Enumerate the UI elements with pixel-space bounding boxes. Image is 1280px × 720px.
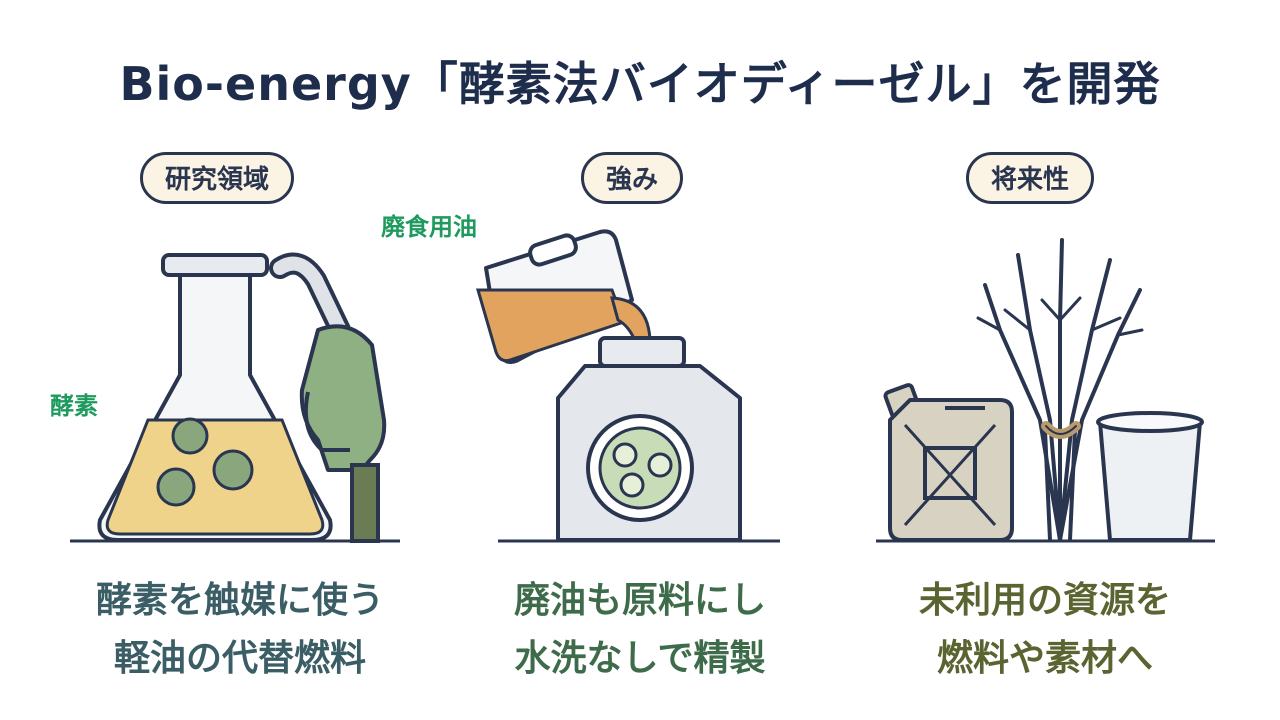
caption-line: 未利用の資源を xyxy=(918,580,1171,621)
caption-line: 軽油の代替燃料 xyxy=(113,638,366,679)
caption-line: 廃油も原料にし xyxy=(513,580,766,621)
callout-enzyme: 酵素 xyxy=(50,392,98,420)
heading-research-area: 研究領域 xyxy=(140,152,295,204)
caption-future: 未利用の資源を 燃料や素材へ xyxy=(835,572,1255,688)
page-title: Bio-energy「酵素法バイオディーゼル」を開発 xyxy=(119,57,1161,111)
heading-strength: 強み xyxy=(581,152,684,204)
biomass-bundle-icon xyxy=(976,238,1144,542)
callout-waste-oil: 廃食用油 xyxy=(381,213,477,241)
fuel-nozzle-icon xyxy=(269,252,387,543)
oil-jug-icon xyxy=(476,229,654,364)
flask-icon xyxy=(97,253,333,542)
cup-icon xyxy=(1096,411,1204,542)
caption-research-area: 酵素を触媒に使う 軽油の代替燃料 xyxy=(30,572,450,688)
caption-line: 燃料や素材へ xyxy=(936,638,1153,679)
caption-strength: 廃油も原料にし 水洗なしで精製 xyxy=(430,572,850,688)
heading-future: 将来性 xyxy=(966,152,1095,204)
jerry-can-icon xyxy=(883,383,1014,542)
caption-line: 水洗なしで精製 xyxy=(514,638,766,679)
reactor-tank-icon xyxy=(556,336,742,542)
caption-line: 酵素を触媒に使う xyxy=(95,580,384,621)
